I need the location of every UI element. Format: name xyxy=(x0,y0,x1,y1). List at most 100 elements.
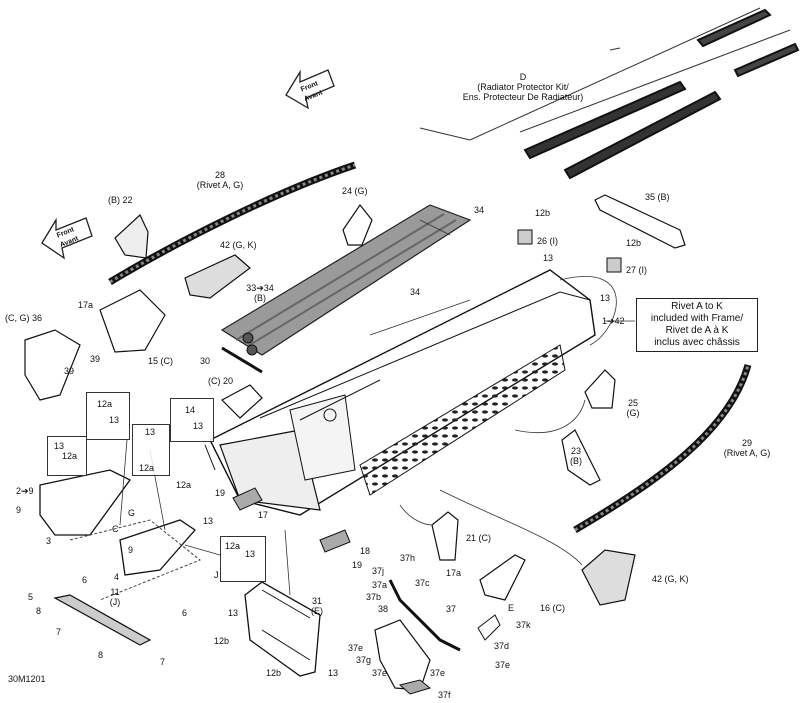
label-12b: 12b xyxy=(535,208,551,218)
part-label: 31 xyxy=(311,596,322,606)
label-13: 13 xyxy=(328,668,339,678)
part-E xyxy=(477,614,501,641)
part-label: (E) xyxy=(311,606,323,616)
label-1-42: 1➔42 xyxy=(602,316,625,326)
label-13: 13 xyxy=(203,516,214,526)
label-3: 3 xyxy=(46,536,52,546)
label-6: 6 xyxy=(82,575,88,585)
label-J: J xyxy=(214,570,219,580)
part-label: 12a xyxy=(97,399,113,409)
part-label: 25 xyxy=(627,398,638,408)
label-37f: 37f xyxy=(438,690,451,700)
part-label: 13 xyxy=(145,427,156,437)
label-9: 9 xyxy=(128,545,134,555)
label-37e: 37e xyxy=(495,660,511,670)
label-35: 35 (B) xyxy=(645,192,670,202)
label-11: 11 (J) xyxy=(104,587,126,607)
label-38: 38 xyxy=(378,604,389,614)
label-37a: 37a xyxy=(372,580,388,590)
label-33-34: 33➔34 (B) xyxy=(240,283,280,303)
label-20: (C) 20 xyxy=(208,376,234,386)
front-frame-4 xyxy=(119,519,196,576)
callout-box-13-12a-grid: 13 12a xyxy=(132,424,170,476)
label-17: 17 xyxy=(258,510,269,520)
part-label: 29 xyxy=(741,438,752,448)
label-21: 21 (C) xyxy=(466,533,492,543)
part-label: (Rivet A, G) xyxy=(723,448,771,458)
label-E: E xyxy=(508,603,515,613)
part-16 xyxy=(479,554,526,601)
label-G: G xyxy=(128,508,136,518)
radiator-kit-label: D (Radiator Protector Kit/ Ens. Protecte… xyxy=(410,72,636,102)
bracket-35 xyxy=(594,194,686,249)
bracket-27 xyxy=(606,257,622,273)
part-18 xyxy=(319,529,351,553)
part-label: (G) xyxy=(626,408,640,418)
part-21 xyxy=(431,511,459,561)
label-29: 29 (Rivet A, G) xyxy=(712,438,782,458)
label-25: 25 (G) xyxy=(620,398,646,418)
part-25 xyxy=(584,369,616,409)
label-37g: 37g xyxy=(356,655,372,665)
label-16: 16 (C) xyxy=(540,603,566,613)
label-13: 13 xyxy=(600,293,611,303)
label-8: 8 xyxy=(98,650,104,660)
part-17 xyxy=(232,487,263,511)
label-24: 24 (G) xyxy=(342,186,368,196)
label-36: (C, G) 36 xyxy=(5,313,43,323)
label-39: 39 xyxy=(64,366,75,376)
part-label: (B) xyxy=(254,293,266,303)
label-37e: 37e xyxy=(372,668,388,678)
bracket-26 xyxy=(517,229,533,245)
label-37: 37 xyxy=(446,604,457,614)
label-7: 7 xyxy=(160,657,166,667)
label-27: 27 (I) xyxy=(626,265,648,275)
part-label: 28 xyxy=(214,170,225,180)
label-30: 30 xyxy=(200,356,211,366)
label-2-9: 2➔9 xyxy=(16,486,34,496)
front-arrow-icon xyxy=(41,217,93,260)
label-34: 34 xyxy=(474,205,485,215)
callout-box-12a-13: 12a 13 xyxy=(86,392,130,440)
part-36 xyxy=(24,329,81,401)
label-22: (B) 22 xyxy=(108,195,133,205)
label-12b: 12b xyxy=(266,668,282,678)
label-12a: 12a xyxy=(176,480,192,490)
rivet-note-line3: Rivet de A à K xyxy=(665,325,729,336)
part-20 xyxy=(221,384,263,419)
part-42-upper xyxy=(184,254,251,299)
diagram-code: 30M1201 xyxy=(8,674,46,684)
part-22 xyxy=(114,214,149,259)
callout-box-13-12a: 13 12a xyxy=(47,436,87,476)
label-C: C xyxy=(112,524,119,534)
leader-lines xyxy=(284,219,635,596)
part-label: 11 xyxy=(110,587,120,597)
label-37j: 37j xyxy=(372,566,385,576)
part-label: 23 xyxy=(570,446,581,456)
radiator-kit-line2: Ens. Protecteur De Radiateur) xyxy=(462,92,584,102)
part-label: 13 xyxy=(54,441,65,451)
part-label: 33➔34 xyxy=(246,283,274,293)
bracket-24 xyxy=(342,203,373,246)
rail-part-29 xyxy=(573,364,752,534)
label-19: 19 xyxy=(352,560,363,570)
label-34: 34 xyxy=(410,287,421,297)
steering-column-37 xyxy=(374,579,461,695)
rivet-note-box: Rivet A to K included with Frame/ Rivet … xyxy=(636,298,758,352)
part-label: (Rivet A, G) xyxy=(196,180,244,190)
rivet-note-line2: included with Frame/ xyxy=(650,313,744,324)
label-31: 31 (E) xyxy=(306,596,328,616)
label-37e: 37e xyxy=(348,643,364,653)
label-12b: 12b xyxy=(626,238,642,248)
radiator-protector-strips xyxy=(523,8,800,180)
part-42-lower xyxy=(581,549,636,606)
label-13: 13 xyxy=(228,608,239,618)
label-17a: 17a xyxy=(446,568,462,578)
label-37d: 37d xyxy=(494,641,510,651)
skid-plate-5 xyxy=(53,594,152,646)
label-37b: 37b xyxy=(366,592,382,602)
rivet-note-line1: Rivet A to K xyxy=(671,301,723,312)
label-42: 42 (G, K) xyxy=(652,574,689,584)
